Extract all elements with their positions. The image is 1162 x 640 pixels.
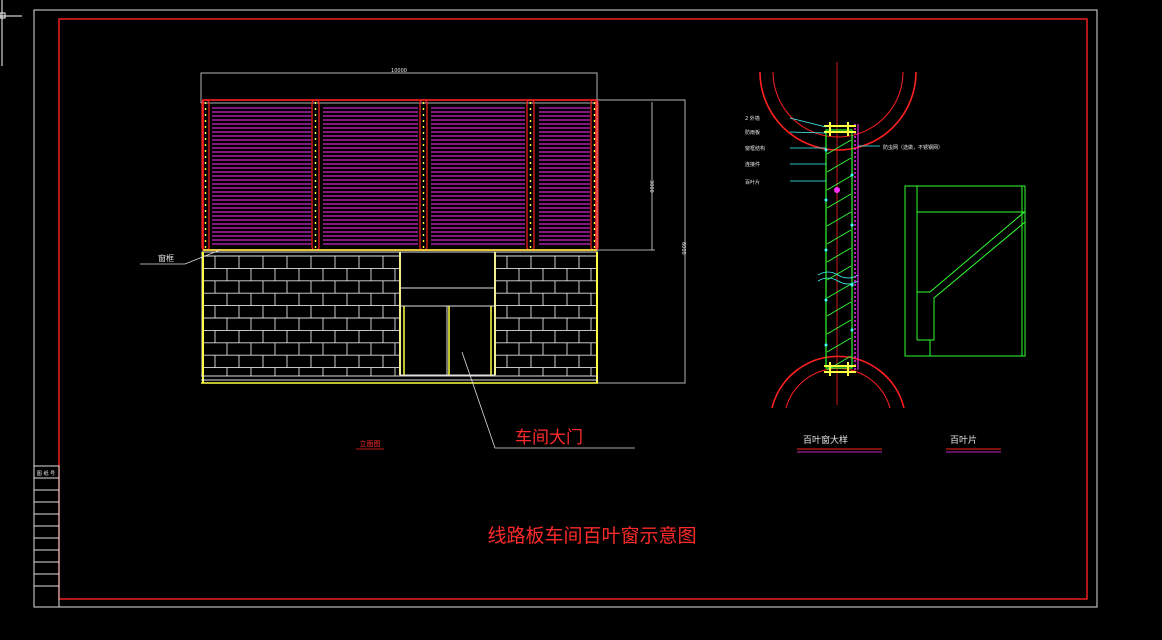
crosshair-icon	[0, 0, 22, 66]
dim-right-upper: 3000	[648, 180, 654, 193]
title-block	[33, 465, 60, 608]
louver-detail-label: 百叶窗大样	[803, 434, 848, 446]
blade-detail	[904, 185, 1026, 357]
title-block-header: 图 纸 号	[37, 470, 55, 477]
section-label-4: 百叶片	[745, 179, 760, 186]
louver-blades	[212, 107, 590, 245]
dim-top: 10000	[391, 68, 407, 74]
section-label-3: 连接件	[745, 161, 760, 168]
blade-label: 百叶片	[950, 434, 977, 446]
dim-right-total: 6000	[680, 242, 686, 255]
door-label: 车间大门	[515, 428, 583, 448]
brick-wall-left	[203, 255, 400, 376]
section-label-0: 2 外墙	[745, 115, 760, 122]
elevation-view: 10000 3000 6000	[140, 68, 686, 450]
workshop-door	[399, 251, 496, 376]
elevation-label: 立面图	[360, 439, 381, 448]
section-label-1: 防雨板	[745, 129, 760, 136]
section-label-2: 窗框结构	[745, 145, 765, 152]
window-mullions	[201, 99, 599, 251]
drawing-title: 线路板车间百叶窗示意图	[487, 525, 696, 547]
sheet-inner-frame	[58, 18, 1088, 600]
sheet-outer-border	[33, 9, 1098, 608]
section-hatch	[817, 139, 859, 371]
screen-note: 防虫网（选做，不锈钢网）	[883, 144, 943, 151]
frame-callout: 窗框	[158, 253, 174, 263]
brick-wall-right	[495, 255, 597, 376]
